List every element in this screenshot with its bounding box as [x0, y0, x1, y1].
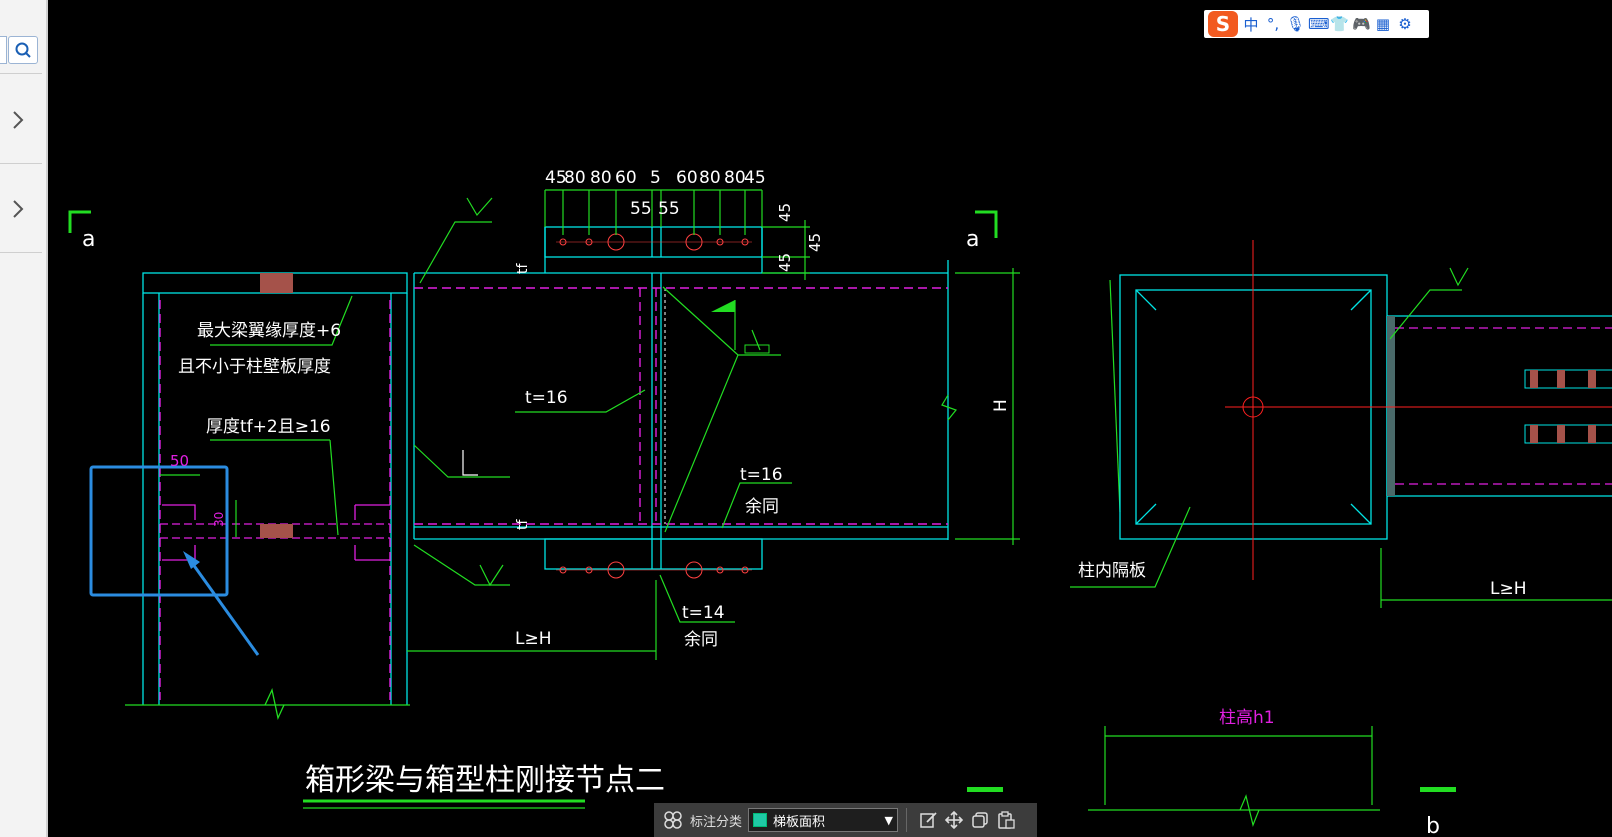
break-symbol [941, 394, 957, 421]
dim-label: 80 [564, 168, 586, 188]
top-dimension-line [544, 189, 763, 235]
weld-bracket [462, 450, 478, 476]
note-thickness: 厚度tf+2且≥16 [206, 417, 331, 437]
dim-label: 45 [744, 168, 766, 188]
drawing-title: 箱形梁与箱型柱刚接节点二 [305, 763, 665, 798]
section-mark-left: a [68, 210, 95, 252]
plate-thickness-label: t=14 [682, 603, 725, 623]
note-not-less: 且不小于柱壁板厚度 [178, 357, 331, 377]
left-panel [0, 0, 48, 837]
weld-block-lower [260, 524, 293, 538]
centerlines [1225, 240, 1612, 580]
beam-outline [413, 226, 949, 570]
section-mark-right: a [966, 210, 998, 252]
marker-dash [967, 787, 1003, 792]
marker-dash [1420, 787, 1456, 792]
leader-lines [210, 197, 1121, 623]
dim-label: 80 [699, 168, 721, 188]
panel-divider [0, 163, 42, 164]
dim-label: 45 [776, 253, 794, 272]
lang-toggle[interactable]: 中 [1243, 15, 1259, 34]
dim-50-line [160, 474, 237, 537]
mic-icon[interactable]: 🎙 [1286, 15, 1306, 33]
move-icon[interactable] [941, 807, 967, 833]
category-select[interactable]: 梯板面积 ▼ [748, 808, 899, 832]
dim-label: 55 [630, 199, 652, 219]
search-icon [15, 42, 31, 58]
dim-label: 60 [615, 168, 637, 188]
highlight-box[interactable] [89, 465, 229, 597]
category-color-swatch [753, 813, 768, 827]
section-mark-bottom: b [1426, 814, 1440, 837]
search-button[interactable] [8, 36, 38, 64]
sogou-logo[interactable]: S [1208, 11, 1238, 37]
weld-symbol [744, 344, 770, 354]
web-thickness-label: t=16 [525, 388, 568, 408]
length-label: L≥H [1490, 579, 1527, 599]
highlight-arrow [188, 559, 260, 656]
svg-text:a: a [966, 227, 979, 252]
section-dashed [1395, 327, 1612, 485]
column-height-label: 柱高h1 [1219, 708, 1275, 728]
dim-30-label: 30 [212, 512, 226, 527]
skin-icon[interactable]: 👕 [1330, 15, 1349, 33]
dim-label: 80 [724, 168, 746, 188]
panel-divider [0, 73, 42, 74]
grid-icon[interactable] [660, 807, 686, 833]
copy-icon[interactable] [967, 807, 993, 833]
weld-block [260, 273, 293, 293]
bolt-rows-section [1524, 369, 1612, 444]
dim-label: 60 [676, 168, 698, 188]
ime-toolbar[interactable]: S 中 °, 🎙 ⌨ 👕 🎮 ▦ ⚙ [1204, 10, 1429, 38]
note-max-flange: 最大梁翼缘厚度+6 [197, 321, 341, 341]
rest-same-label: 余同 [684, 630, 718, 650]
bolt-blocks-section [1530, 370, 1596, 443]
keyboard-icon[interactable]: ⌨ [1308, 15, 1330, 33]
right-dimension-line [762, 220, 810, 280]
dim-label: 45 [776, 203, 794, 222]
arrow-head [183, 551, 200, 569]
punct-toggle[interactable]: °, [1266, 15, 1280, 33]
edit-icon[interactable] [915, 807, 941, 833]
svg-text:a: a [82, 227, 95, 252]
annotation-toolbar: 标注分类 梯板面积 ▼ [654, 803, 1037, 837]
category-value: 梯板面积 [773, 814, 826, 830]
length-label: L≥H [515, 629, 552, 649]
toolbar-separator [906, 808, 908, 832]
dim-50-label: 50 [170, 452, 189, 470]
height-label: H [991, 399, 1011, 412]
panel-input-edge[interactable] [0, 36, 7, 64]
dim-label: 55 [658, 199, 680, 219]
inner-diaphragm-label: 柱内隔板 [1078, 561, 1146, 581]
length-dimension-left [407, 580, 657, 660]
paste-icon[interactable] [993, 807, 1019, 833]
bolts-bottom [556, 561, 752, 579]
break-symbol [264, 687, 285, 721]
section-leaders [1070, 267, 1612, 608]
settings-icon[interactable]: ⚙ [1398, 15, 1412, 33]
tf-label: tf [515, 519, 531, 530]
tf-label: tf [515, 263, 531, 274]
panel-divider [0, 252, 42, 253]
dim-label: 45 [545, 168, 567, 188]
column-height-dimension [1088, 726, 1380, 827]
apps-icon[interactable]: ▦ [1375, 15, 1391, 33]
cad-drawing-canvas[interactable]: 45 80 80 60 5 60 80 80 45 55 55 45 45 45… [48, 0, 1612, 837]
category-label: 标注分类 [690, 814, 743, 830]
dropdown-arrow-icon: ▼ [884, 813, 894, 827]
height-dimension [955, 268, 1020, 545]
dim-label: 45 [806, 233, 824, 252]
gamepad-icon[interactable]: 🎮 [1352, 15, 1371, 33]
plate-thickness-label: t=16 [740, 465, 783, 485]
beam-dashed-lines [414, 287, 948, 525]
chevron-right-icon[interactable] [6, 197, 30, 221]
chevron-right-icon[interactable] [6, 108, 30, 132]
bolts-top [556, 233, 752, 251]
dim-label: 5 [650, 168, 661, 188]
flag-symbol [711, 300, 735, 312]
dim-label: 80 [590, 168, 612, 188]
rest-same-label: 余同 [745, 497, 779, 517]
column-centerlines [159, 300, 391, 700]
end-plate [1387, 316, 1395, 496]
